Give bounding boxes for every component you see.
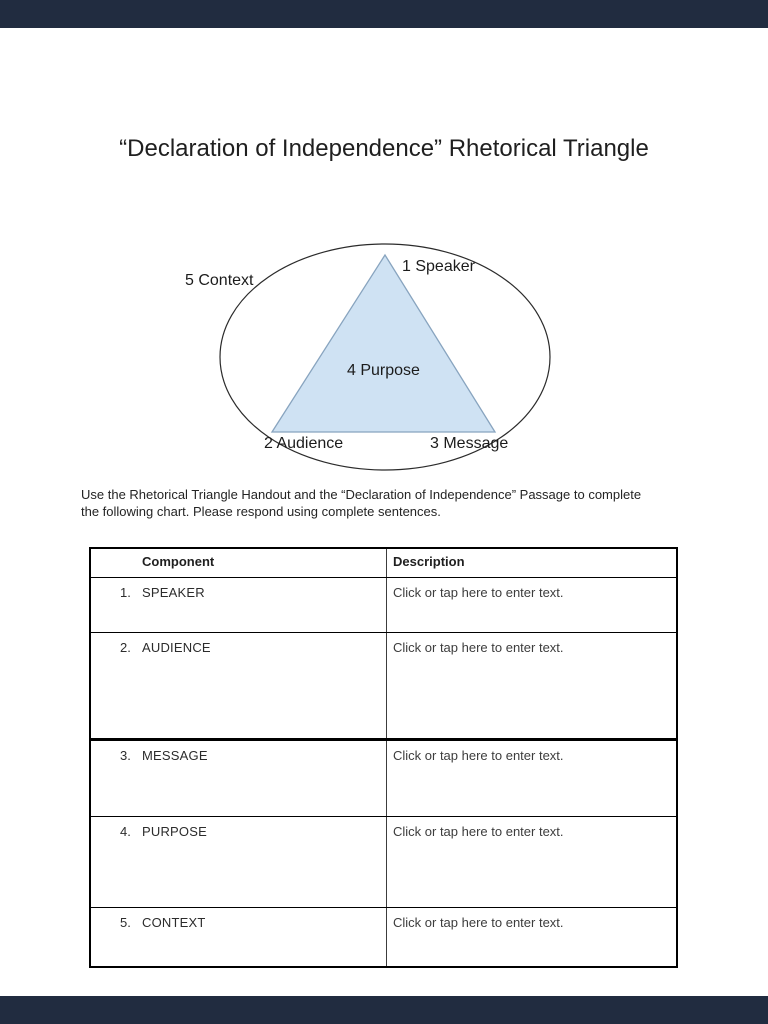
viewer-bottom-bar bbox=[0, 996, 768, 1024]
instructions-line-2: the following chart. Please respond usin… bbox=[81, 504, 441, 519]
column-header-component: Component bbox=[142, 554, 215, 569]
description-placeholder[interactable]: Click or tap here to enter text. bbox=[393, 585, 564, 600]
triangle-shape bbox=[270, 253, 497, 433]
table-row-speaker: 1. SPEAKER Click or tap here to enter tex… bbox=[91, 578, 676, 633]
description-cell: Click or tap here to enter text. bbox=[386, 741, 676, 816]
table-row-audience: 2. AUDIENCE Click or tap here to enter te… bbox=[91, 633, 676, 741]
row-label: AUDIENCE bbox=[142, 640, 211, 655]
description-cell: Click or tap here to enter text. bbox=[386, 817, 676, 907]
diagram-label-context: 5 Context bbox=[185, 272, 254, 289]
row-label: MESSAGE bbox=[142, 748, 208, 763]
diagram-shapes bbox=[219, 243, 551, 471]
row-number: 4. bbox=[120, 824, 131, 839]
description-placeholder[interactable]: Click or tap here to enter text. bbox=[393, 748, 564, 763]
table-header-row: Component Description bbox=[91, 549, 676, 578]
ellipse-shape bbox=[219, 243, 551, 471]
row-label: PURPOSE bbox=[142, 824, 207, 839]
row-label-cell: 3. MESSAGE bbox=[91, 741, 386, 816]
instructions-text: Use the Rhetorical Triangle Handout and … bbox=[81, 486, 701, 520]
document-page: “Declaration of Independence” Rhetorical… bbox=[0, 28, 768, 996]
row-label-cell: 5. CONTEXT bbox=[91, 908, 386, 966]
description-placeholder[interactable]: Click or tap here to enter text. bbox=[393, 824, 564, 839]
description-placeholder[interactable]: Click or tap here to enter text. bbox=[393, 915, 564, 930]
row-label-cell: 4. PURPOSE bbox=[91, 817, 386, 907]
row-number: 1. bbox=[120, 585, 131, 600]
table-row-context: 5. CONTEXT Click or tap here to enter tex… bbox=[91, 908, 676, 966]
table-row-message: 3. MESSAGE Click or tap here to enter tex… bbox=[91, 741, 676, 817]
row-label-cell: 2. AUDIENCE bbox=[91, 633, 386, 738]
diagram-label-purpose: 4 Purpose bbox=[347, 362, 420, 379]
diagram-label-message: 3 Message bbox=[430, 435, 509, 452]
description-cell: Click or tap here to enter text. bbox=[386, 633, 676, 738]
diagram-label-speaker: 1 Speaker bbox=[402, 258, 475, 275]
page-title: “Declaration of Independence” Rhetorical… bbox=[119, 135, 649, 162]
table-row-purpose: 4. PURPOSE Click or tap here to enter tex… bbox=[91, 817, 676, 908]
description-placeholder[interactable]: Click or tap here to enter text. bbox=[393, 640, 564, 655]
instructions-line-1: Use the Rhetorical Triangle Handout and … bbox=[81, 487, 642, 502]
viewer-top-bar bbox=[0, 0, 768, 28]
components-table: Component Description 1. SPEAKER Click or… bbox=[89, 547, 678, 968]
row-label-cell: 1. SPEAKER bbox=[91, 578, 386, 632]
row-number: 5. bbox=[120, 915, 131, 930]
diagram-label-audience: 2 Audience bbox=[264, 435, 344, 452]
row-label: CONTEXT bbox=[142, 915, 206, 930]
row-number: 2. bbox=[120, 640, 131, 655]
description-cell: Click or tap here to enter text. bbox=[386, 908, 676, 966]
row-label: SPEAKER bbox=[142, 585, 205, 600]
description-cell: Click or tap here to enter text. bbox=[386, 578, 676, 632]
row-number: 3. bbox=[120, 748, 131, 763]
column-header-description: Description bbox=[386, 549, 676, 577]
